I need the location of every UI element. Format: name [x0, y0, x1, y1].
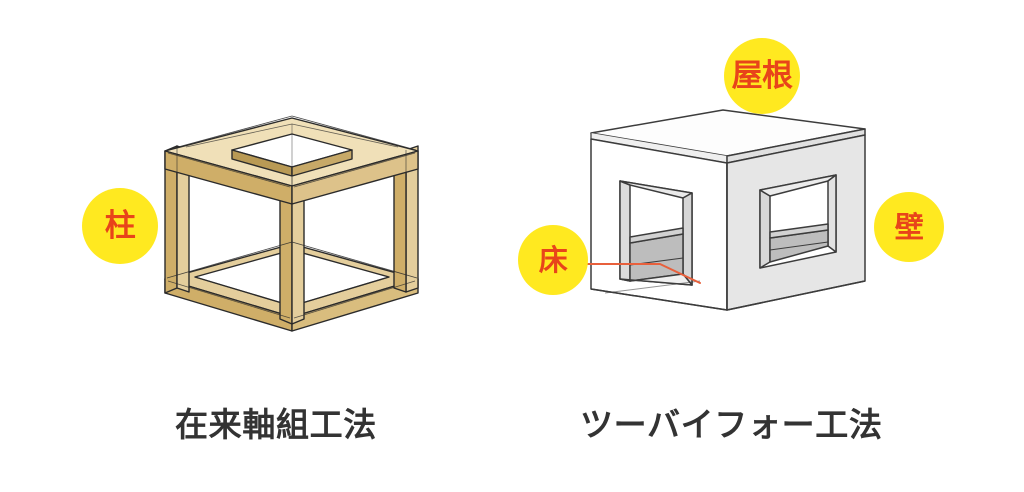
badge-wall-label: 壁: [894, 209, 924, 244]
floor-slab-left-edge: [629, 227, 684, 244]
window-left-jamb-inner: [619, 180, 631, 282]
badge-roof-label: 屋根: [731, 57, 793, 94]
base-sill-seam-right: [293, 280, 416, 319]
base-sill-seam-left: [167, 280, 291, 319]
badge-pillar-label: 柱: [104, 207, 136, 244]
badge-wall[interactable]: 壁: [874, 192, 944, 262]
box-bottom-right-edge: [726, 280, 866, 311]
floor-slab-right-edge: [769, 223, 829, 239]
window-left-jamb-right-inner: [682, 192, 693, 286]
badge-roof[interactable]: 屋根: [724, 38, 800, 114]
floor-base-line-left: [604, 280, 701, 294]
base-sill-inner-edge-right: [291, 276, 390, 307]
floor-slab-right-back-line: [769, 241, 829, 251]
floor-leader-line: [584, 263, 701, 284]
badge-floor-label: 床: [538, 242, 568, 277]
top-beam-back-seam-right: [291, 115, 417, 151]
top-beam-seam-right: [293, 152, 416, 188]
base-sill-front-right-face: [291, 278, 419, 332]
caption-post-and-beam: 在来軸組工法: [175, 405, 377, 444]
panel-box-group: [590, 109, 866, 311]
window-right-jamb-inner: [759, 189, 771, 269]
box-bottom-left-edge: [590, 288, 728, 311]
top-beam-back-seam-left: [166, 115, 293, 151]
badge-pillar[interactable]: 柱: [82, 188, 158, 264]
base-sill-inner-edge-left: [194, 276, 293, 307]
wood-frame-group: [164, 115, 419, 332]
badge-floor[interactable]: 床: [518, 225, 588, 295]
window-right-jamb-far-inner: [827, 174, 837, 253]
top-beam-seam-left: [167, 152, 291, 188]
post-front: [279, 171, 305, 325]
caption-two-by-four: ツーバイフォー工法: [580, 405, 883, 444]
post-left: [164, 145, 190, 294]
